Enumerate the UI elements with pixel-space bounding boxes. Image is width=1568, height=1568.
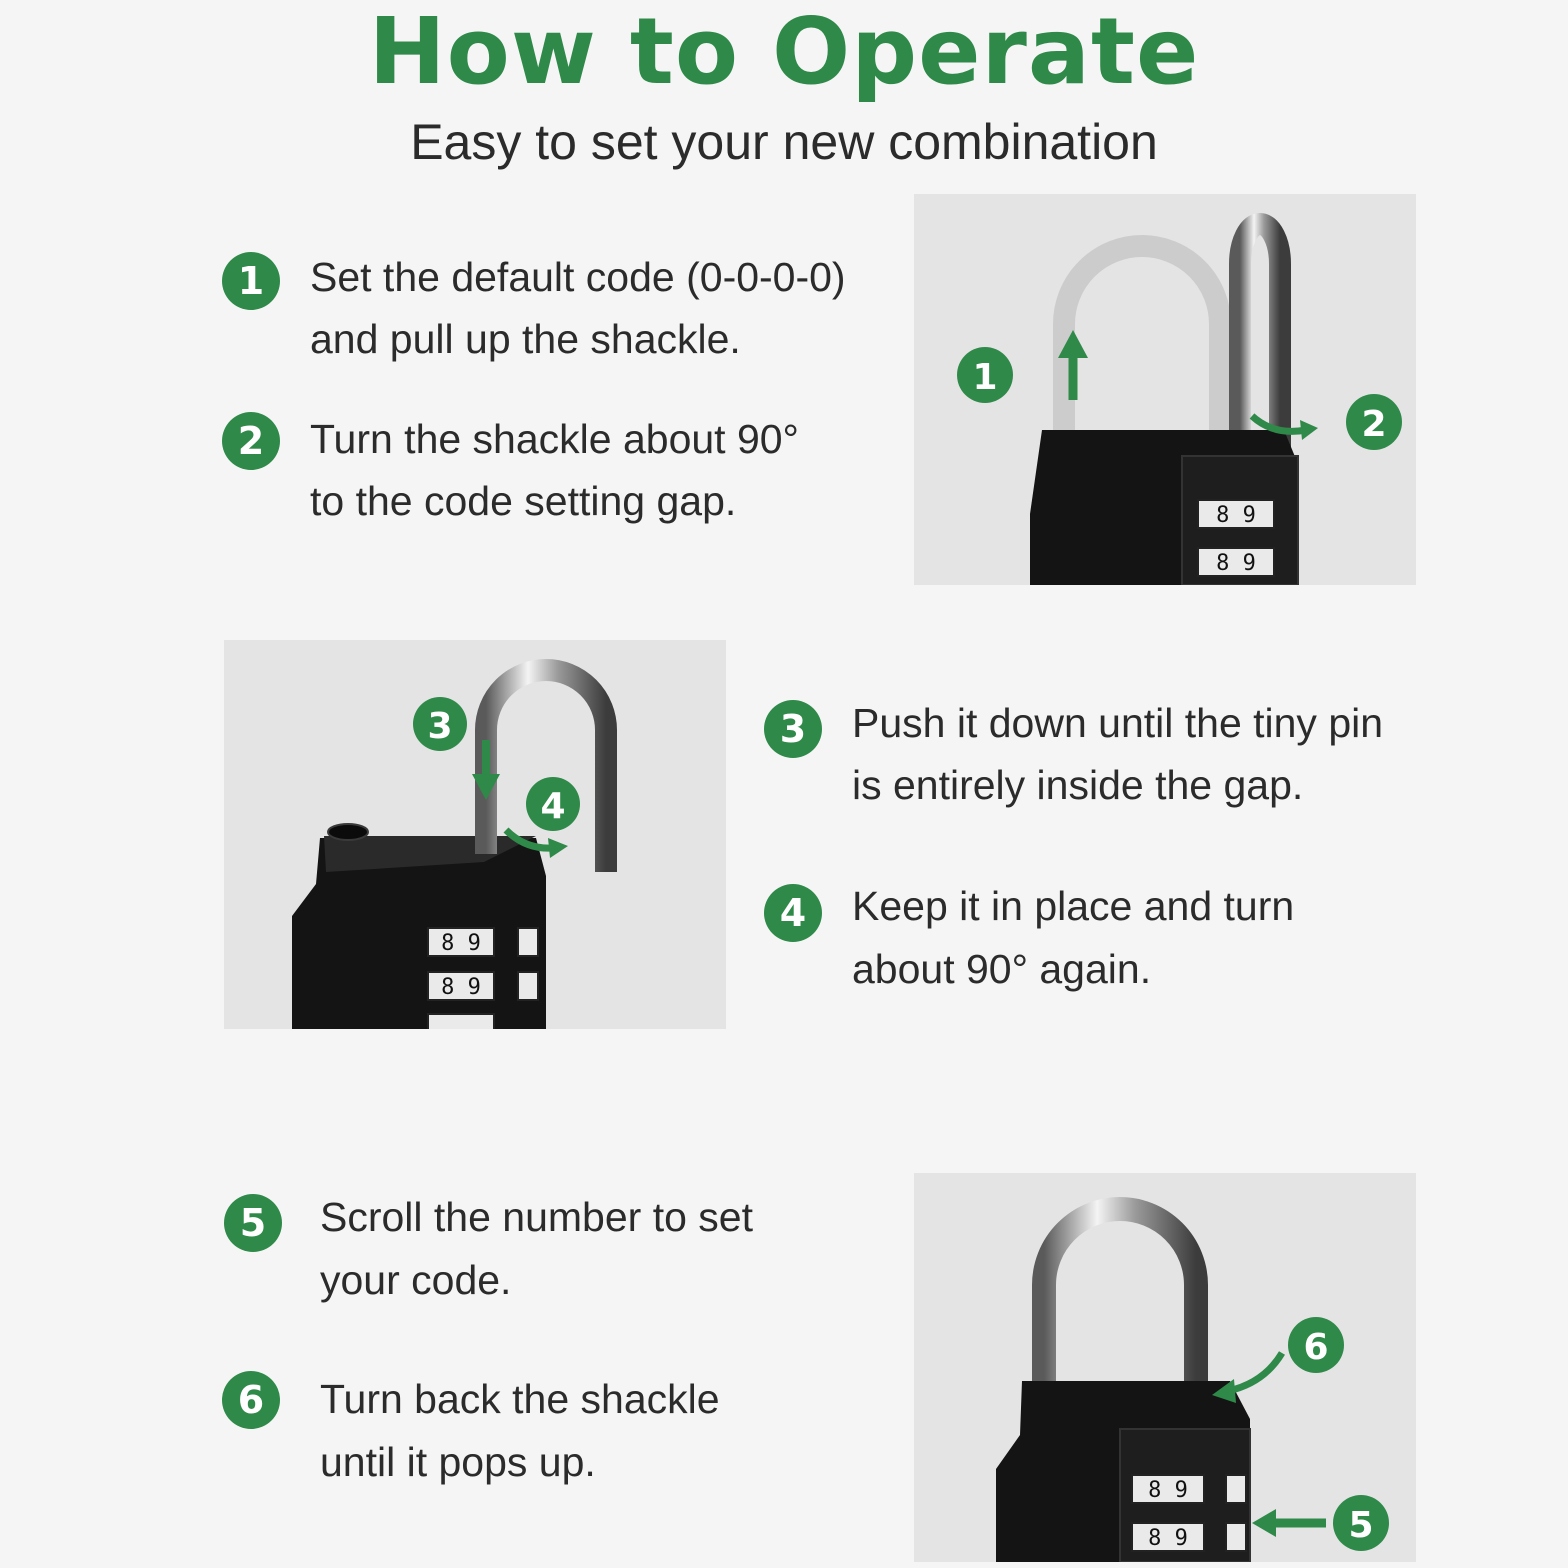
callout-6-badge bbox=[1288, 1317, 1344, 1373]
callout-4-number: 4 bbox=[540, 786, 565, 827]
step-5-text-line-1: Scroll the number to set bbox=[320, 1194, 753, 1240]
dial-side-1 bbox=[1225, 1474, 1247, 1504]
arrow-down-head-icon bbox=[472, 774, 500, 800]
dial-1 bbox=[427, 927, 495, 957]
step-6-text-line-2: until it pops up. bbox=[320, 1439, 596, 1485]
step-4-badge: 4 bbox=[764, 884, 822, 942]
callout-4-badge bbox=[526, 777, 580, 831]
arrow-turn-back-head-icon bbox=[1212, 1379, 1236, 1403]
callout-1-number: 1 bbox=[972, 357, 997, 398]
callout-3-badge bbox=[413, 697, 467, 751]
dial-1-digits: 8 9 bbox=[441, 931, 481, 956]
padlock-illustration-3: 8 9 8 9 6 5 bbox=[996, 1197, 1389, 1562]
arrow-turn-back-icon bbox=[1227, 1351, 1286, 1395]
step-2-text-line-1: Turn the shackle about 90° bbox=[310, 416, 799, 462]
step-1-badge: 1 bbox=[222, 252, 280, 310]
step-3-text-line-1: Push it down until the tiny pin bbox=[852, 700, 1384, 746]
step-2-badge: 2 bbox=[222, 412, 280, 470]
dial-1-digits: 8 9 bbox=[1148, 1478, 1188, 1503]
step-5-text-line-2: your code. bbox=[320, 1257, 512, 1303]
dial-2-digits: 8 9 bbox=[441, 975, 481, 1000]
dial-1 bbox=[1131, 1474, 1205, 1504]
padlock-illustration-2: 8 9 8 9 3 4 bbox=[292, 659, 617, 1029]
callout-2-number: 2 bbox=[1361, 404, 1386, 445]
step-3-text-line-2: is entirely inside the gap. bbox=[852, 762, 1304, 808]
shackle-ghost bbox=[1053, 235, 1231, 434]
arrow-turn-head-icon bbox=[1300, 420, 1318, 440]
dial-2 bbox=[1197, 547, 1275, 577]
dial-1 bbox=[1197, 499, 1275, 529]
callout-5-number: 5 bbox=[1348, 1505, 1373, 1546]
step-1-text-line-2: and pull up the shackle. bbox=[310, 316, 741, 362]
dial-3 bbox=[427, 1013, 495, 1029]
illustration-steps-3-4: 8 9 8 9 3 4 bbox=[224, 640, 726, 1029]
step-6-text-line-1: Turn back the shackle bbox=[320, 1376, 720, 1422]
shackle bbox=[1032, 1197, 1208, 1391]
step-3-badge: 3 bbox=[764, 700, 822, 758]
lock-pin-hole bbox=[327, 823, 369, 841]
callout-1-badge bbox=[957, 347, 1013, 403]
dial-side-2 bbox=[1225, 1522, 1247, 1552]
dial-side-1 bbox=[517, 927, 539, 957]
step-2-text-line-2: to the code setting gap. bbox=[310, 478, 737, 524]
step-4-text-line-2: about 90° again. bbox=[852, 946, 1152, 992]
illustration-steps-1-2: 8 9 8 9 1 2 bbox=[914, 194, 1416, 585]
dial-2-digits: 8 9 bbox=[1216, 551, 1256, 576]
dial-side-2 bbox=[517, 971, 539, 1001]
callout-2-badge bbox=[1346, 394, 1402, 450]
arrow-left-head-icon bbox=[1252, 1509, 1276, 1537]
dial-2-digits: 8 9 bbox=[1148, 1526, 1188, 1551]
shackle bbox=[1229, 213, 1291, 454]
page-title: How to Operate bbox=[368, 0, 1200, 105]
illustration-steps-5-6: 8 9 8 9 6 5 bbox=[914, 1173, 1416, 1562]
shackle bbox=[475, 659, 617, 872]
page-subtitle: Easy to set your new combination bbox=[410, 114, 1158, 170]
step-4-text-line-1: Keep it in place and turn bbox=[852, 883, 1295, 929]
callout-3-number: 3 bbox=[427, 706, 452, 747]
arrow-up-head-icon bbox=[1058, 330, 1088, 358]
arrow-turn-icon bbox=[1249, 413, 1307, 435]
dial-1-digits: 8 9 bbox=[1216, 503, 1256, 528]
arrow-turn-head-icon bbox=[548, 838, 568, 858]
step-1-text-line-1: Set the default code (0-0-0-0) bbox=[310, 254, 846, 300]
step-6-badge: 6 bbox=[222, 1371, 280, 1429]
step-5-badge: 5 bbox=[224, 1194, 282, 1252]
dial-2 bbox=[427, 971, 495, 1001]
dial-2 bbox=[1131, 1522, 1205, 1552]
padlock-illustration-1: 8 9 8 9 1 2 bbox=[957, 213, 1402, 585]
callout-6-number: 6 bbox=[1303, 1327, 1328, 1368]
callout-5-badge bbox=[1333, 1495, 1389, 1551]
